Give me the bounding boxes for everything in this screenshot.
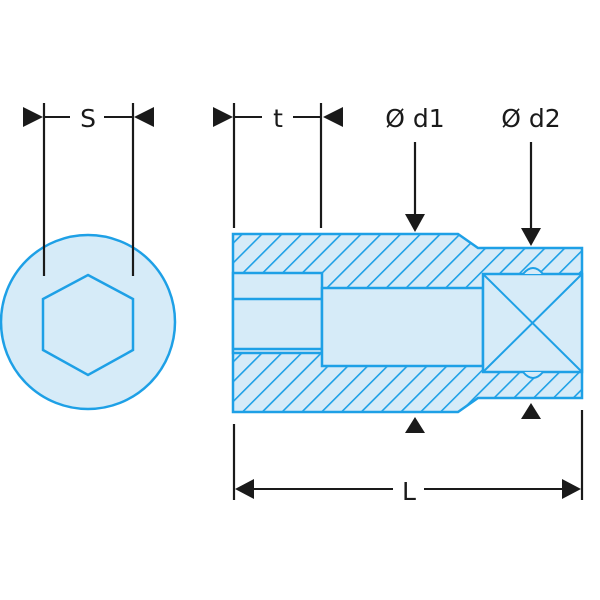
- section-view: [231, 232, 584, 414]
- t-dimension: [213, 103, 343, 228]
- t-label: t: [273, 104, 283, 133]
- central-bore: [320, 286, 485, 368]
- hexagon-opening: [41, 273, 135, 377]
- hex-bore: [231, 271, 324, 355]
- l-dimension: [232, 410, 584, 500]
- s-label: S: [80, 104, 96, 133]
- l-label: L: [402, 477, 416, 506]
- socket-circle: [0, 233, 177, 411]
- s-dimension: [23, 103, 154, 276]
- end-view: [0, 233, 177, 411]
- d2-label: Ø d2: [501, 104, 560, 133]
- d1-dimension: [405, 142, 425, 433]
- d2-dimension: [521, 142, 541, 419]
- d1-label: Ø d1: [385, 104, 444, 133]
